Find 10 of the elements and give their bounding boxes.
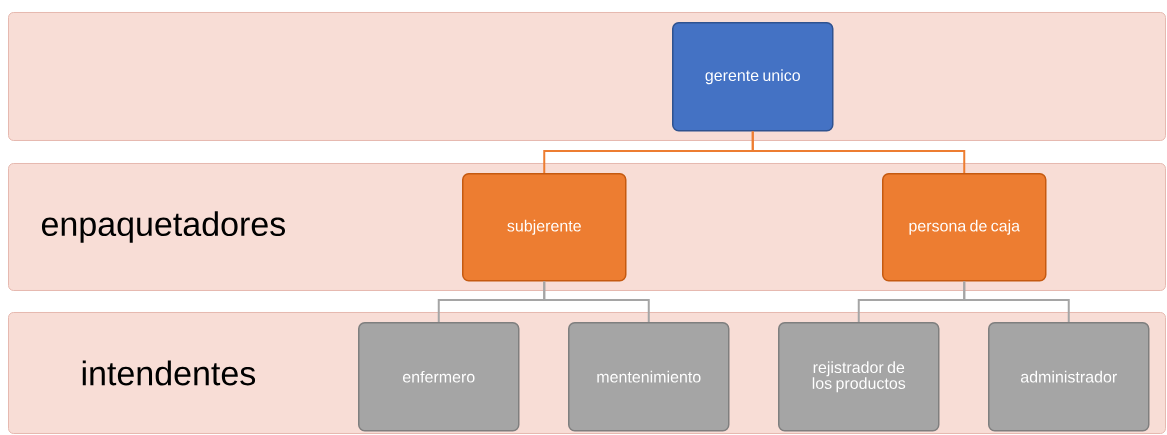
box: rejistrador de los productos	[778, 322, 940, 432]
box: gerente unico	[672, 22, 834, 132]
connector-line	[543, 280, 650, 323]
box: subjerente	[462, 173, 627, 282]
box: administrador	[988, 322, 1150, 432]
connector-line	[963, 280, 1070, 323]
connector-line	[751, 130, 966, 174]
box: enfermero	[358, 322, 520, 432]
box: mentenimiento	[568, 322, 730, 432]
box: persona de caja	[882, 173, 1047, 282]
